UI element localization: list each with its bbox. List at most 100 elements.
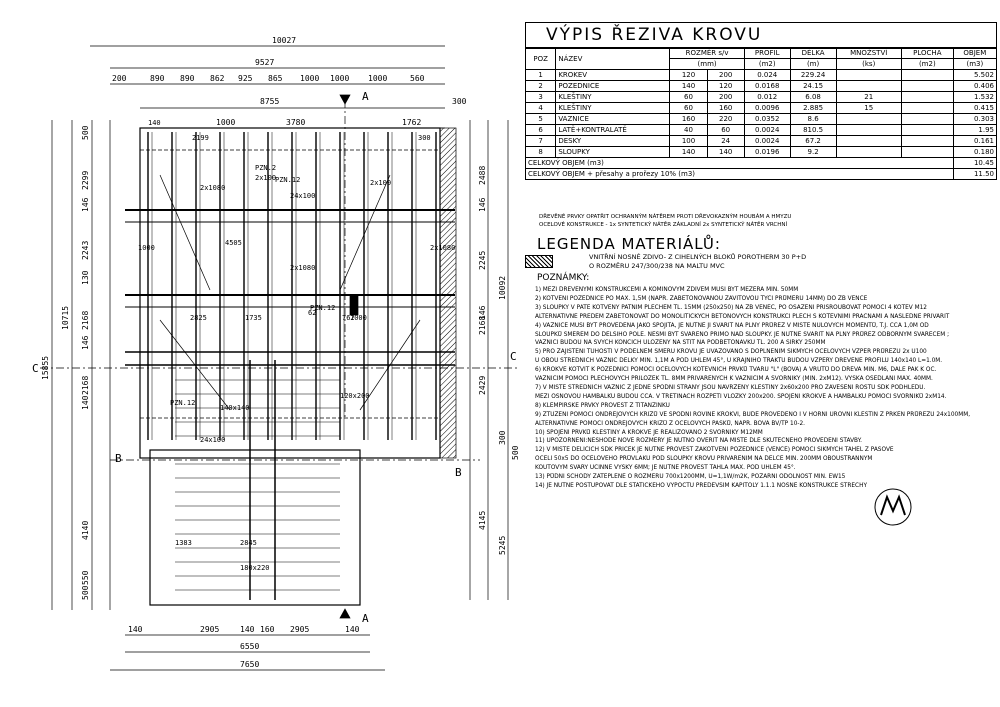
note-line: OCELI 50x5 DO OCELOVÉHO PRŮVLAKU POD SLO… (535, 456, 873, 463)
dim-left-label: 146 (81, 335, 90, 350)
plan-annotation: PZN.12 (310, 304, 335, 312)
plan-annotation: 762 (342, 314, 355, 322)
dim-right-label: 10092 (498, 276, 507, 300)
cell-s: 120 (669, 69, 708, 81)
cell-objem: 1.532 (952, 91, 998, 103)
dim-left-label: 4140 (81, 521, 90, 540)
dim-right-label: 146 (478, 197, 487, 212)
cell-poz: 5 (524, 113, 557, 125)
cell-poz: 3 (524, 91, 557, 103)
unit-rozmer: (mm) (669, 58, 745, 70)
total2-row: CELKOVÝ OBJEM + přesahy a prořezy 10% (m… (525, 168, 998, 180)
cell-poz: 1 (524, 69, 557, 81)
legend-line-2: O ROZMĚRU 247/300/238 NA MALTU MVC (589, 262, 725, 270)
plan-annotation: 2x1080 (430, 244, 455, 252)
dim-left-total: 10715 (61, 306, 70, 330)
notes-title: POZNÁMKY: (537, 273, 590, 283)
legend-text: VNITŘNÍ NOSNÉ ZDIVO- Z CIHELNÝCH BLOKŮ P… (589, 253, 806, 271)
dim-top-row-label: 865 (268, 74, 283, 83)
cell-ks (835, 135, 902, 147)
dim-right-label: 500 (511, 445, 520, 460)
dim-top-row-label: 890 (180, 74, 195, 83)
cell-nazev: VAZNICE (555, 113, 671, 125)
cell-delka: 6.08 (789, 91, 837, 103)
legend-title: LEGENDA MATERIÁLŮ: (537, 235, 721, 253)
col-plocha: PLOCHA (900, 47, 954, 59)
cell-plocha (900, 113, 954, 125)
cell-plocha (900, 146, 954, 158)
note-line: ALTERNATIVNĚ PŘEDEM ZABETONOVAT DO MONOL… (535, 313, 950, 320)
dim-top-row-label: 1000 (330, 74, 349, 83)
cell-s: 140 (669, 80, 708, 92)
section-arrow-a-top (339, 94, 351, 105)
cell-v: 200 (706, 91, 745, 103)
note-line: 4) VAZNICE MUSÍ BÝT PROVEDENA JAKO SPOJI… (535, 322, 929, 329)
note-line: 8) KLEMPÍŘSKÉ PRVKY PROVÉST Z TITANZINKU (535, 402, 670, 409)
dim-top-label: 1762 (402, 118, 421, 127)
small-note-2: OCELOVÉ KONSTRUKCE - 1x SYNTETICKÝ NÁTĚR… (539, 222, 788, 228)
section-mark-label: A (362, 90, 369, 103)
dim-left-total: 15855 (41, 356, 50, 380)
cell-nazev: DESKY (555, 135, 671, 147)
cell-profil: 0.0196 (743, 146, 791, 158)
legend-line-1: VNITŘNÍ NOSNÉ ZDIVO- Z CIHELNÝCH BLOKŮ P… (589, 253, 807, 261)
note-line: 6) KROKVE KOTVIT K POZEDNICI POMOCÍ OCEL… (535, 367, 937, 374)
dim-left-label: 2243 (81, 241, 90, 260)
cell-objem: 1.95 (952, 124, 998, 136)
plan-annotation: 2x100 (255, 174, 276, 182)
dim-left-label: 500 (81, 585, 90, 600)
dim-left-label: 2168 (81, 311, 90, 330)
brace-4 (359, 319, 421, 411)
cell-poz: 7 (524, 135, 557, 147)
cell-nazev: KLEŠTINY (555, 91, 671, 103)
cell-v: 120 (706, 80, 745, 92)
dim-left-label: 2168 (81, 376, 90, 395)
cell-objem: 0.180 (952, 146, 998, 158)
plan-annotation: 24x100 (200, 436, 225, 444)
cell-delka: 229.24 (789, 69, 837, 81)
unit-objem: (m3) (952, 58, 998, 70)
dim-right-label: 5245 (498, 536, 507, 555)
cell-nazev: POZEDNICE (555, 80, 671, 92)
dim-bottom-label: 140 (128, 625, 143, 634)
dim-bottom-label: 7650 (240, 660, 259, 669)
cell-profil: 0.0168 (743, 80, 791, 92)
cell-ks (835, 69, 902, 81)
plan-annotation: 1735 (245, 314, 262, 322)
dim-right-label: 2429 (478, 376, 487, 395)
note-line: 13) PŮDNÍ SCHODY ZATEPLENÉ O ROZMĚRU 700… (535, 474, 846, 481)
note-line: 10) SPOJENÍ PRVKŮ KLEŠTINY A KROKVE JE R… (535, 429, 763, 436)
dim-top-small-label: 2199 (192, 134, 209, 142)
notes-list: 1) MEZI DŘEVĚNÝMI KONSTRUKCEMI A KOMÍNOV… (535, 286, 995, 491)
cell-plocha (900, 80, 954, 92)
unit-mnozstvi: (ks) (835, 58, 902, 70)
total-value: 10.45 (952, 157, 998, 169)
small-note-1: DŘEVĚNÉ PRVKY OPATŘIT OCHRANNÝM NÁTĚREM … (539, 214, 792, 220)
cell-s: 100 (669, 135, 708, 147)
cell-objem: 0.161 (952, 135, 998, 147)
unit-profil: (m2) (743, 58, 791, 70)
dim-left-label: 500 (81, 125, 90, 140)
note-line: 7) V MÍSTĚ STŘEDNÍCH VAZNIC Z JEDNÉ SPOD… (535, 384, 926, 391)
dim-bottom-label: 160 (260, 625, 275, 634)
cell-v: 200 (706, 69, 745, 81)
brace-3 (159, 319, 231, 411)
dim-right-label: 4145 (478, 511, 487, 530)
cell-plocha (900, 91, 954, 103)
section-mark-label: B (115, 452, 122, 465)
note-line: KOUTOVÝM SVARY ÚČINNÉ VÝŠKY 6MM; JE NUTN… (535, 465, 796, 472)
cell-ks (835, 146, 902, 158)
cell-plocha (900, 124, 954, 136)
plan-annotation: 62 (308, 309, 316, 317)
cell-nazev: KLEŠTINY (555, 102, 671, 114)
cell-ks: 15 (835, 102, 902, 114)
cell-v: 60 (706, 124, 745, 136)
note-line: 1) MEZI DŘEVĚNÝMI KONSTRUKCEMI A KOMÍNOV… (535, 287, 799, 293)
cell-profil: 0.0096 (743, 102, 791, 114)
col-nazev: NÁZEV (555, 47, 671, 70)
cell-delka: 24.15 (789, 80, 837, 92)
unit-delka: (m) (789, 58, 837, 70)
